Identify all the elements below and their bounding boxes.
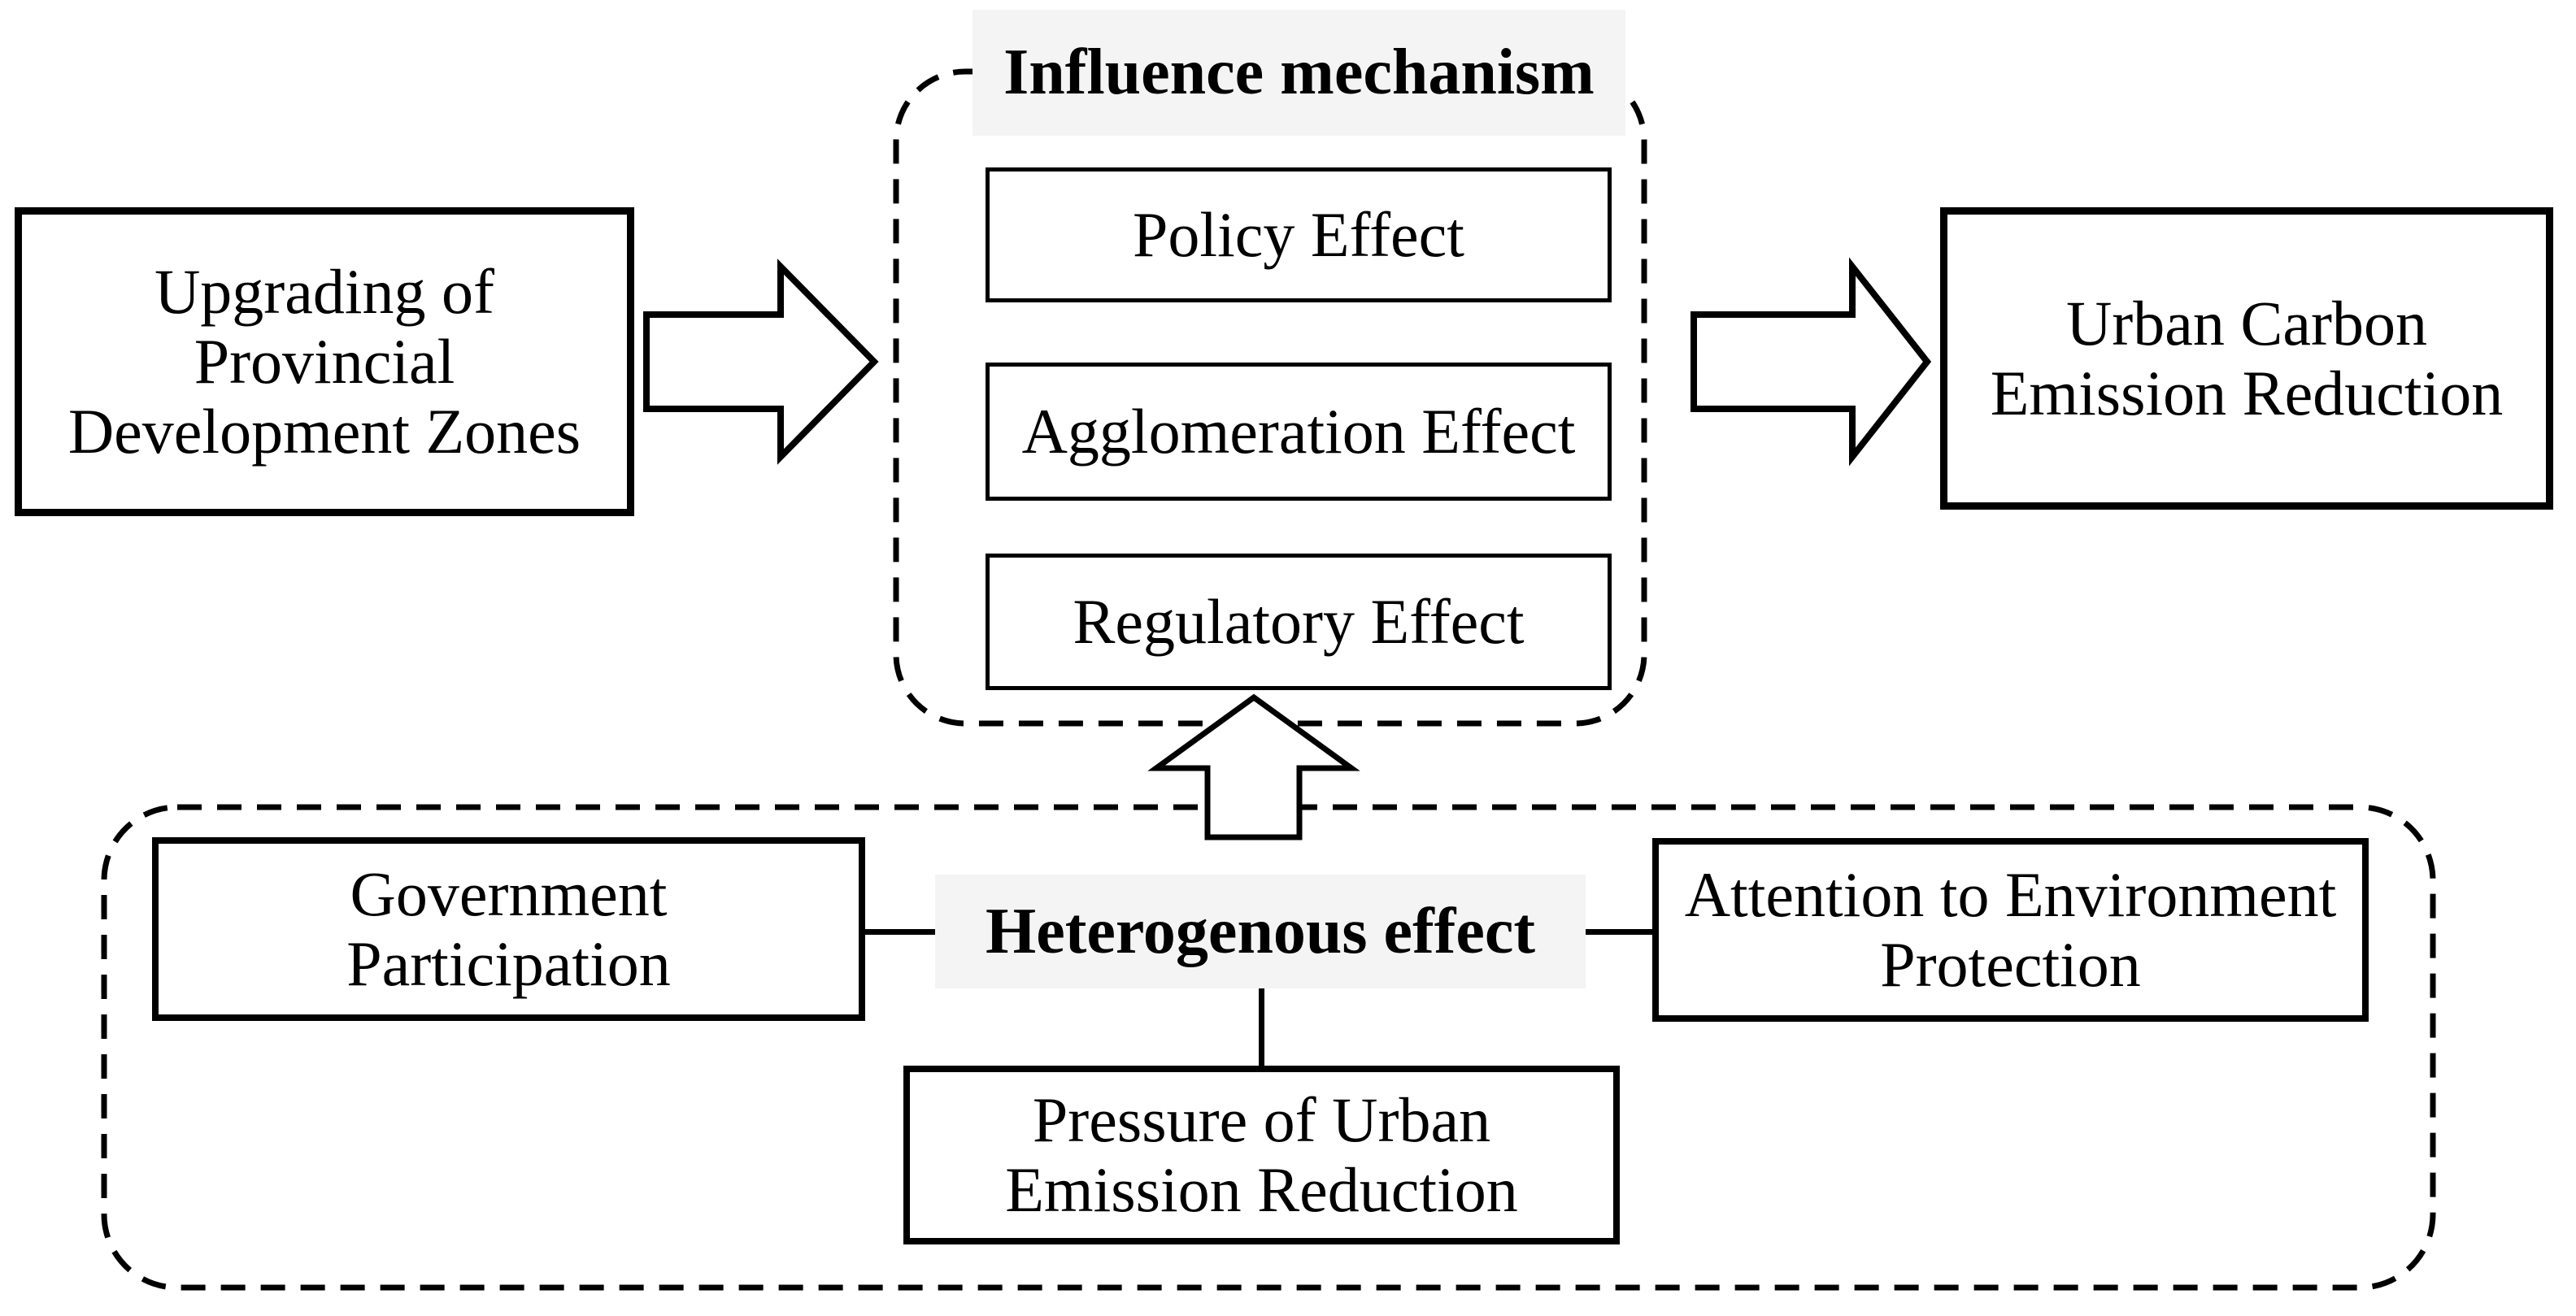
agglomeration-effect-label: Agglomeration Effect xyxy=(1021,396,1576,467)
connector-title-to-pressure xyxy=(1259,988,1264,1066)
source-box-line: Development Zones xyxy=(67,395,581,467)
influence-mechanism-title: Influence mechanism xyxy=(973,10,1625,136)
regulatory-effect-label: Regulatory Effect xyxy=(1073,586,1525,658)
attention-environment-line: Protection xyxy=(1880,929,2141,1000)
connector-government-to-title xyxy=(865,929,935,935)
source-box-line: Upgrading of xyxy=(154,256,495,328)
government-participation-line: Government xyxy=(350,858,668,930)
source-box-line: Provincial xyxy=(194,326,455,397)
government-participation-box: Government Participation xyxy=(152,837,865,1021)
regulatory-effect-box: Regulatory Effect xyxy=(986,554,1612,690)
policy-effect-label: Policy Effect xyxy=(1133,199,1464,271)
policy-effect-box: Policy Effect xyxy=(986,167,1612,302)
right-arrow-icon xyxy=(1690,257,1932,467)
outcome-box: Urban Carbon Emission Reduction xyxy=(1940,207,2553,510)
attention-environment-box: Attention to Environment Protection xyxy=(1652,838,2369,1022)
agglomeration-effect-box: Agglomeration Effect xyxy=(986,363,1612,501)
pressure-emission-line: Emission Reduction xyxy=(1005,1154,1518,1225)
source-box: Upgrading of Provincial Development Zone… xyxy=(15,207,634,516)
pressure-emission-line: Pressure of Urban xyxy=(1032,1084,1491,1156)
heterogeneous-effect-title: Heterogenous effect xyxy=(935,875,1586,988)
government-participation-line: Participation xyxy=(346,928,671,999)
outcome-box-line: Emission Reduction xyxy=(1990,358,2504,428)
attention-environment-line: Attention to Environment xyxy=(1684,859,2337,931)
up-arrow-icon xyxy=(1147,693,1360,840)
right-arrow-icon xyxy=(643,258,879,465)
pressure-emission-box: Pressure of Urban Emission Reduction xyxy=(903,1066,1620,1244)
influence-mechanism-title-text: Influence mechanism xyxy=(1003,37,1595,108)
outcome-box-line: Urban Carbon xyxy=(2065,288,2428,359)
connector-title-to-attention xyxy=(1586,929,1652,935)
heterogeneous-effect-title-text: Heterogenous effect xyxy=(985,895,1535,967)
